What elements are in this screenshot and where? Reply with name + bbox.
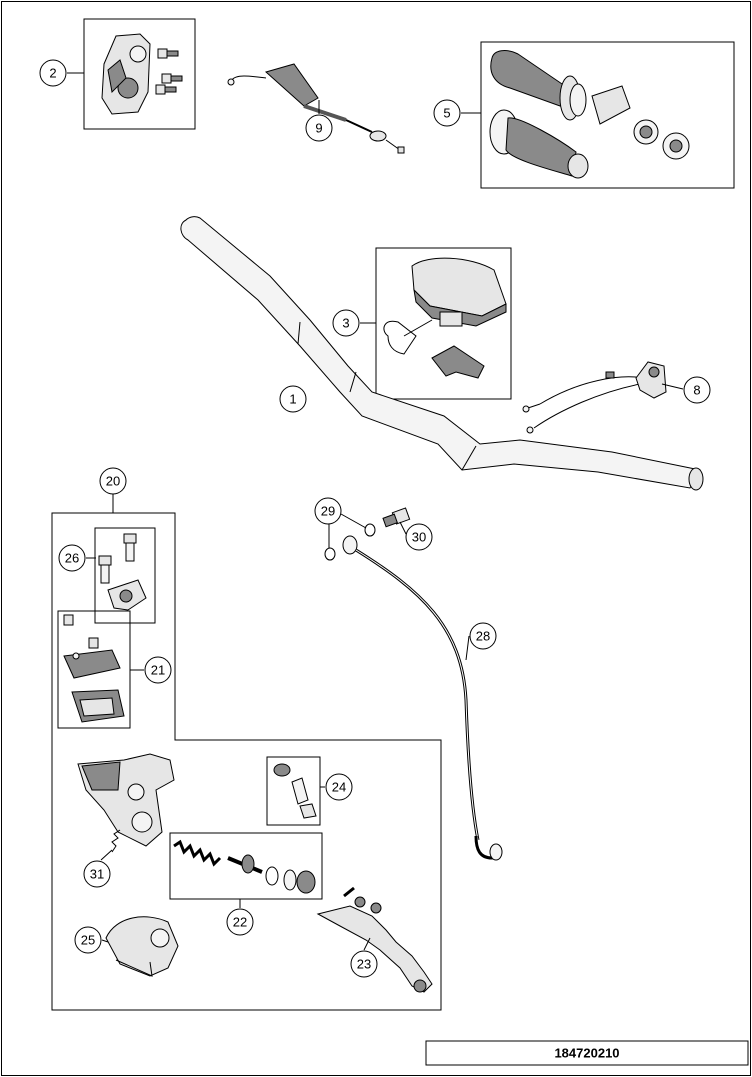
callout-22: 22 — [226, 908, 254, 936]
callout-number: 20 — [106, 474, 120, 489]
part-30-banjo-bolt — [382, 507, 411, 528]
callout-number: 5 — [443, 106, 450, 121]
callout-23: 23 — [350, 950, 378, 978]
diagram-code-box: 184720210 — [425, 1040, 749, 1066]
callout-21: 21 — [144, 656, 172, 684]
callout-number: 25 — [81, 933, 95, 948]
callout-number: 1 — [289, 392, 296, 407]
callout-3: 3 — [332, 309, 360, 337]
callout-26: 26 — [58, 544, 86, 572]
callout-number: 9 — [315, 121, 322, 136]
callout-8: 8 — [683, 376, 711, 404]
part-26-clamp — [94, 527, 156, 624]
callout-number: 28 — [476, 629, 490, 644]
part-25-lever-guard — [105, 916, 179, 977]
callout-20: 20 — [99, 467, 127, 495]
part-23-brake-lever — [316, 886, 433, 993]
part-2-switch-housing — [83, 18, 196, 130]
part-22-piston-kit — [169, 832, 323, 900]
part-24-adjuster — [266, 756, 321, 826]
callout-number: 26 — [65, 551, 79, 566]
callout-30: 30 — [405, 523, 433, 551]
part-3-handlebar-pad — [375, 247, 512, 400]
callout-31: 31 — [83, 860, 111, 888]
callout-number: 29 — [321, 504, 335, 519]
callout-24: 24 — [325, 773, 353, 801]
callout-number: 21 — [151, 663, 165, 678]
callout-2: 2 — [39, 59, 67, 87]
part-31-spring — [111, 829, 121, 853]
group-20-frame — [51, 512, 442, 1011]
callout-number: 23 — [357, 957, 371, 972]
callout-number: 2 — [49, 66, 56, 81]
callout-number: 22 — [233, 915, 247, 930]
part-29-sealing-rings — [324, 523, 376, 561]
callout-number: 24 — [332, 780, 346, 795]
callout-number: 31 — [90, 867, 104, 882]
callout-1: 1 — [279, 385, 307, 413]
callout-number: 8 — [693, 383, 700, 398]
part-5-throttle-grips — [480, 41, 735, 189]
diagram-code: 184720210 — [554, 1046, 619, 1061]
part-28-brake-line — [342, 535, 503, 861]
part-21-reservoir-cover — [57, 610, 131, 729]
callout-number: 30 — [412, 530, 426, 545]
callout-9: 9 — [305, 114, 333, 142]
part-9-throttle-cable — [227, 63, 405, 154]
leader-lines — [67, 72, 684, 951]
callout-25: 25 — [74, 926, 102, 954]
callout-28: 28 — [469, 622, 497, 650]
callout-5: 5 — [433, 99, 461, 127]
part-8-kill-switch — [522, 361, 667, 434]
part-1-handlebar — [180, 216, 704, 491]
callout-29: 29 — [314, 497, 342, 525]
callout-number: 3 — [342, 316, 349, 331]
part-master-cylinder — [77, 753, 175, 847]
